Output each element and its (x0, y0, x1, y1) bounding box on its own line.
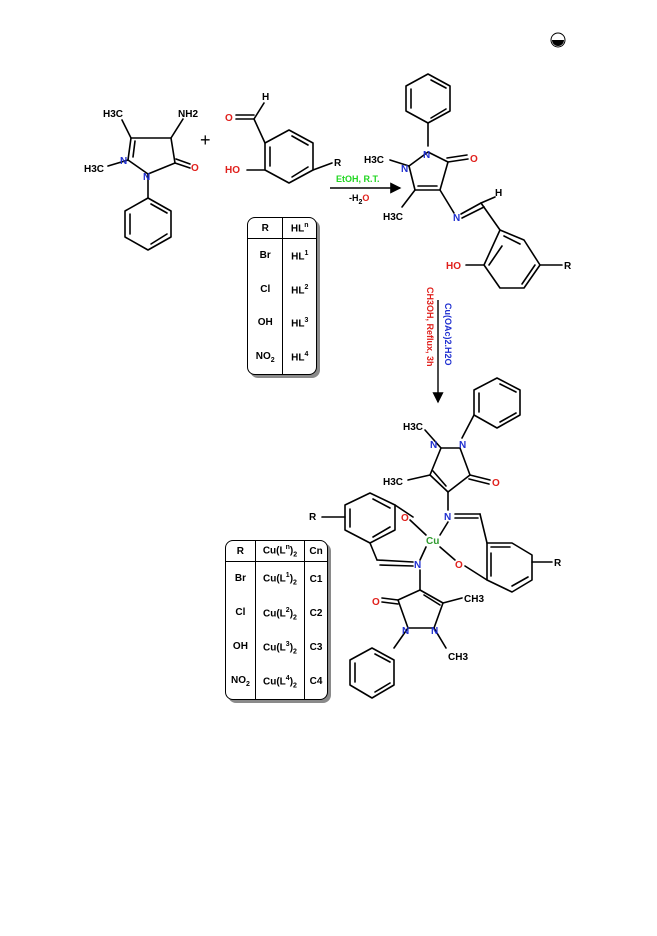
oxygen-label: O (470, 154, 478, 165)
plus-sign: + (200, 130, 211, 150)
table-row: NO2 Cu(L4)2 C4 (226, 664, 327, 699)
hydrogen-label: H (495, 188, 502, 199)
nitrogen-label: N (423, 150, 430, 161)
imine-nitrogen-label: N (444, 512, 451, 523)
table-row: OH Cu(L3)2 C3 (226, 630, 327, 665)
table-header-r: R (226, 541, 256, 562)
hydrogen-label: H (262, 92, 269, 103)
nitrogen-label: N (402, 626, 409, 637)
oxygen-label: O (492, 478, 500, 489)
methyl-label: H3C (103, 109, 123, 120)
r-group-label: R (309, 512, 317, 523)
phenolate-oxygen-label: O (401, 513, 409, 524)
table-row: Cl HL2 (248, 273, 316, 307)
logo-icon (550, 32, 566, 48)
nitrogen-label: N (431, 626, 438, 637)
r-group-label: R (564, 261, 572, 272)
oxygen-label: O (372, 597, 380, 608)
table-header-r: R (248, 218, 284, 239)
imine-nitrogen-label: N (453, 213, 460, 224)
aminoantipyrine-structure: H3C NH2 H3C N N O (84, 109, 199, 251)
table-row: OH HL3 (248, 306, 316, 341)
hydroxyl-label: HO (446, 261, 461, 272)
copper-complex-structure: H3C H3C CH3 CH3 N N N N N N O O O O Cu R… (309, 377, 562, 699)
reagent-label: Cu(OAc)2.H2O (443, 303, 453, 366)
amine-label: NH2 (178, 109, 198, 120)
nitrogen-label: N (120, 156, 127, 167)
nitrogen-label: N (430, 440, 437, 451)
methyl-label: CH3 (464, 594, 484, 605)
salicylaldehyde-structure: H O HO R (225, 92, 342, 184)
ligand-table: R HLn Br HL1 Cl HL2 OH HL3 NO2 HL4 (247, 217, 317, 375)
condition-label: CH3OH, Reflux, 3h (425, 287, 435, 367)
reagent-label: EtOH, R.T. (336, 174, 380, 184)
complex-table: R Cu(Ln)2 Cn Br Cu(L1)2 C1 Cl Cu(L2)2 C2… (225, 540, 328, 700)
table-row: NO2 HL4 (248, 340, 316, 374)
table-header-code: Cn (304, 541, 327, 562)
table-row: Cl Cu(L2)2 C2 (226, 596, 327, 631)
methyl-label: H3C (403, 422, 423, 433)
imine-nitrogen-label: N (414, 560, 421, 571)
byproduct-label: -H2O (349, 193, 369, 206)
schiff-base-ligand-structure: H3C H3C N N O N H HO R (364, 73, 572, 289)
oxygen-label: O (191, 163, 199, 174)
oxygen-label: O (225, 113, 233, 124)
copper-label: Cu (426, 536, 439, 547)
table-header-ligand: HLn (282, 218, 316, 239)
table-row: Br Cu(L1)2 C1 (226, 561, 327, 597)
methyl-label: H3C (383, 212, 403, 223)
nitrogen-label: N (143, 172, 150, 183)
hydroxyl-label: HO (225, 165, 240, 176)
nitrogen-label: N (459, 440, 466, 451)
phenolate-oxygen-label: O (455, 560, 463, 571)
methyl-label: H3C (383, 477, 403, 488)
nitrogen-label: N (401, 164, 408, 175)
table-row: Br HL1 (248, 238, 316, 274)
r-group-label: R (334, 158, 342, 169)
table-header-complex: Cu(Ln)2 (255, 541, 306, 562)
r-group-label: R (554, 558, 562, 569)
methyl-label: H3C (84, 164, 104, 175)
methyl-label: CH3 (448, 652, 468, 663)
methyl-label: H3C (364, 155, 384, 166)
